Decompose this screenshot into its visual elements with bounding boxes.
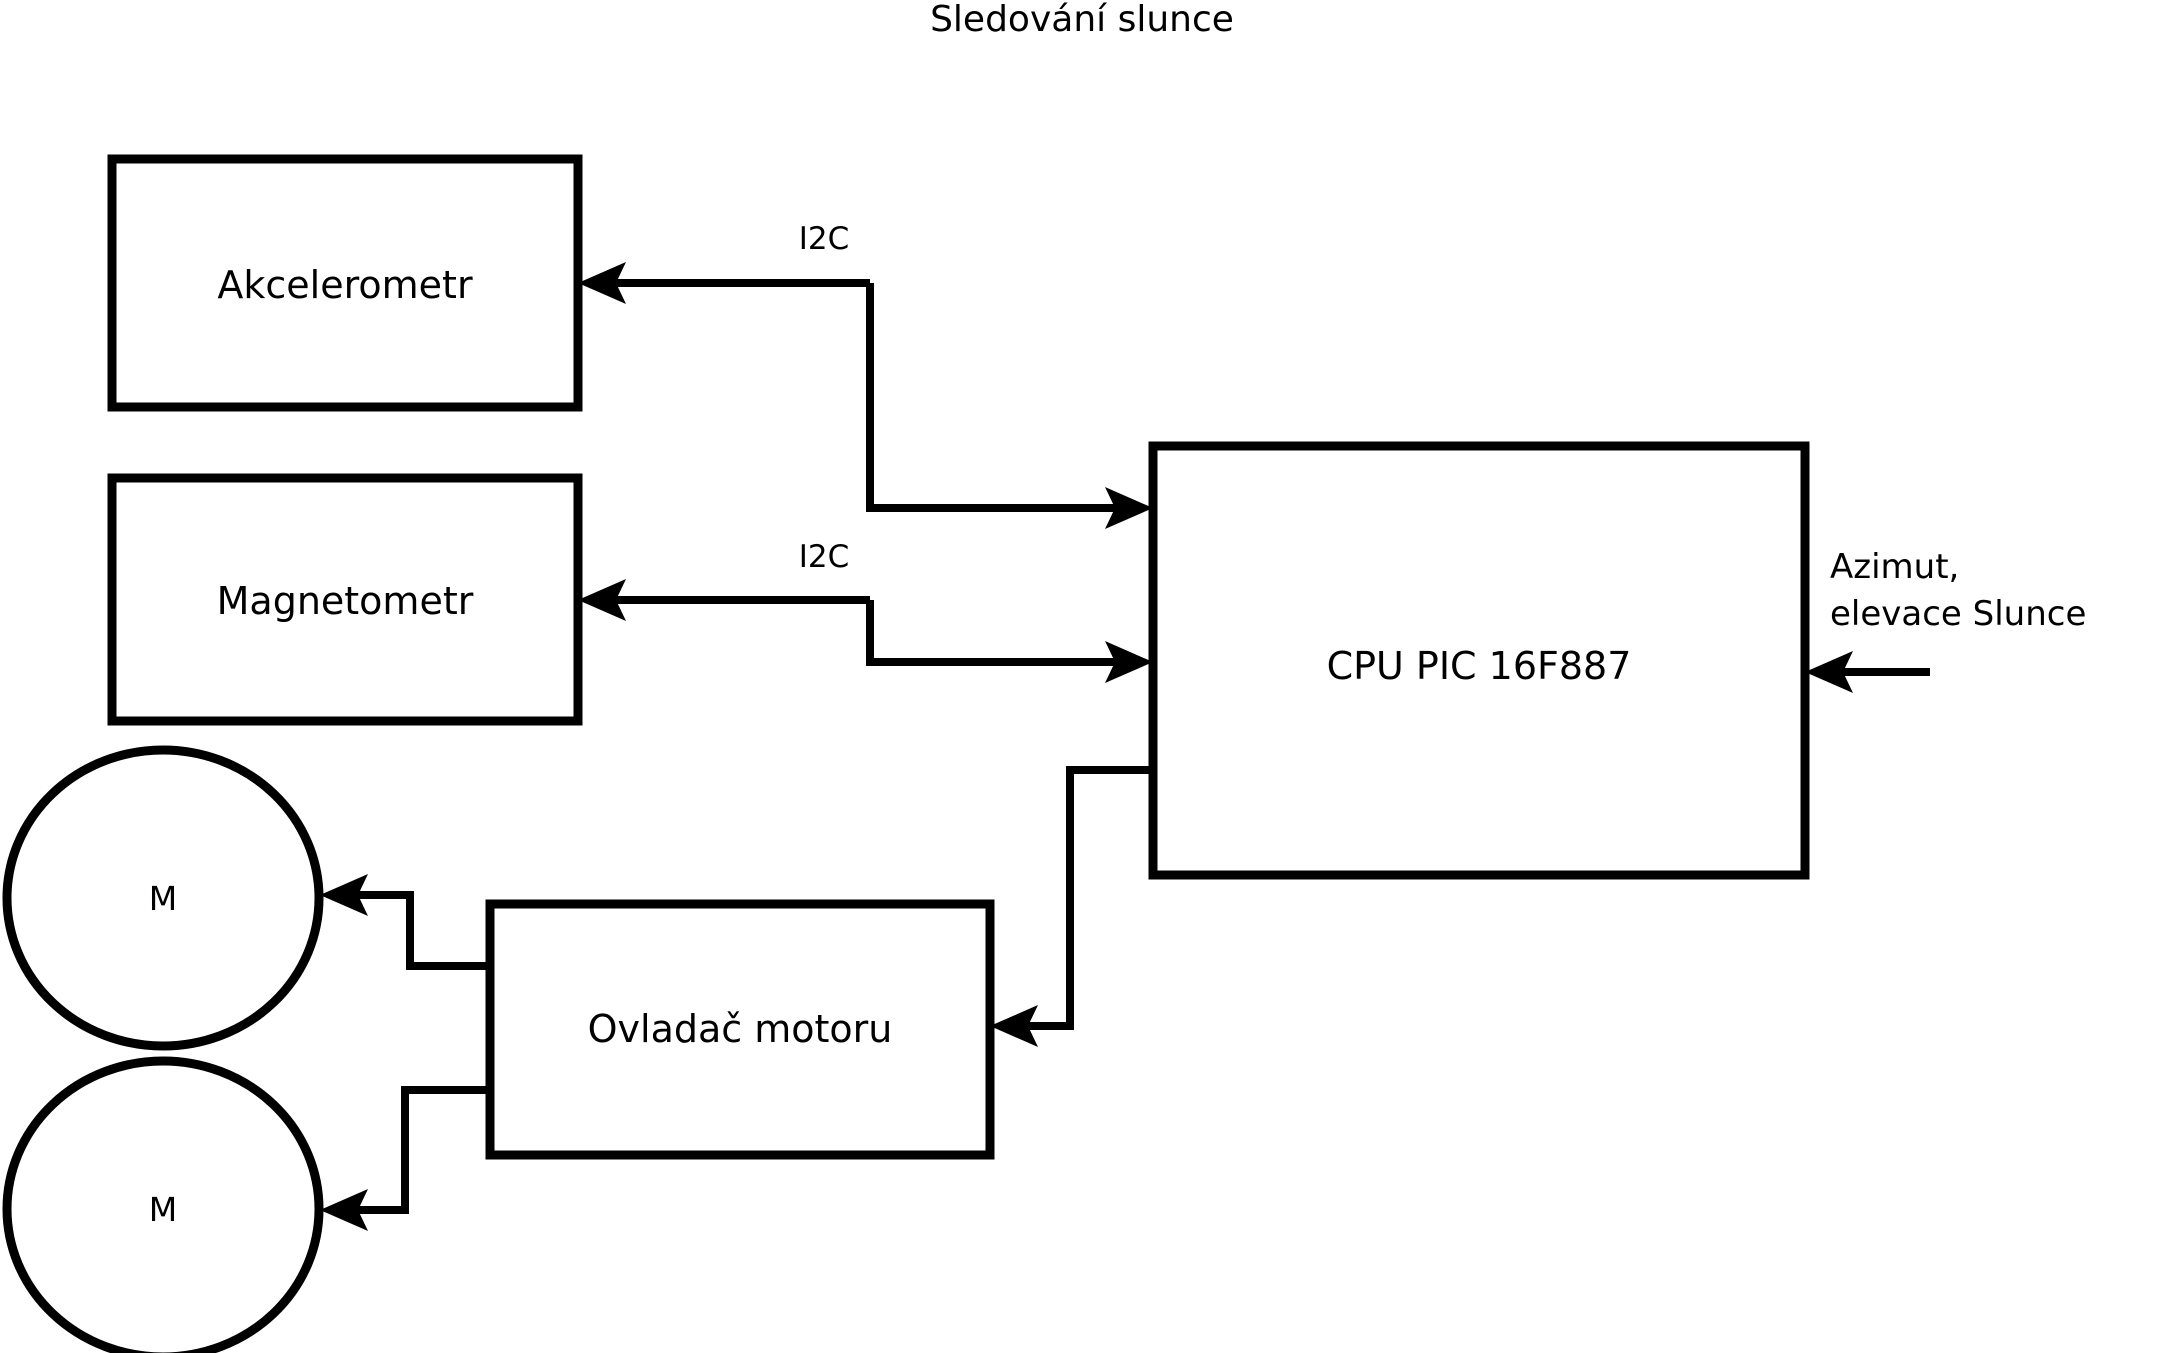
accelerometer-label: Akcelerometr [217,263,473,307]
arrowhead-left-icon [320,874,368,916]
node-cpu[interactable]: CPU PIC 16F887 [1148,441,1810,880]
motor-1-label: M [149,879,177,918]
wire-segment [866,600,1123,666]
wire-segment [350,891,490,970]
cpu-box[interactable] [1148,441,1810,880]
page-title: Sledování slunce [930,0,1234,40]
motor-2-label: M [149,1190,177,1229]
node-motor-2[interactable]: M [2,1056,324,1353]
edge-magnetometer-to-cpu [866,600,1153,683]
sun-input-line-2: elevace Slunce [1830,594,2086,634]
magnetometer-label: Magnetometr [217,579,474,623]
node-motor-driver[interactable]: Ovladač motoru [485,899,995,1160]
node-magnetometer[interactable]: Magnetometr [107,473,583,726]
arrowhead-left-icon [990,1005,1038,1047]
cpu-label: CPU PIC 16F887 [1327,644,1632,688]
arrowhead-left-icon [320,1189,368,1231]
sun-input-line-1: Azimut, [1830,547,1959,587]
arrowhead-left-icon [1805,651,1853,693]
arrowhead-left-icon [578,579,626,621]
wire-segment [350,1086,490,1214]
wire-segment [1020,766,1153,1030]
sun-position-input-label: Azimut, elevace Slunce [1830,547,2086,634]
node-accelerometer[interactable]: Akcelerometr [107,154,583,412]
arrowhead-right-icon [1105,641,1153,683]
motor-2-circle[interactable] [2,1056,324,1353]
edge-motor-driver-to-motor-1 [320,874,490,970]
motor-driver-label: Ovladač motoru [588,1007,893,1051]
node-motor-1[interactable]: M [2,745,324,1051]
motor-driver-box[interactable] [485,899,995,1160]
magnetometer-box[interactable] [107,473,583,726]
edge-cpu-to-magnetometer: I2C [578,539,870,621]
edge-sun-position-to-cpu [1805,651,1930,693]
motor-1-circle[interactable] [2,745,324,1051]
arrowhead-left-icon [578,262,626,304]
accelerometer-box[interactable] [107,154,583,412]
arrowhead-right-icon [1105,487,1153,529]
edge-cpu-to-accelerometer: I2C [578,221,870,304]
edge-motor-driver-to-motor-2 [320,1086,490,1231]
edge-label-i2c-accelerometer: I2C [799,221,850,257]
edge-accelerometer-to-cpu [866,283,1153,529]
wire-segment [866,283,1123,512]
edge-label-i2c-magnetometer: I2C [799,539,850,575]
edge-cpu-to-motor-driver [990,766,1153,1047]
